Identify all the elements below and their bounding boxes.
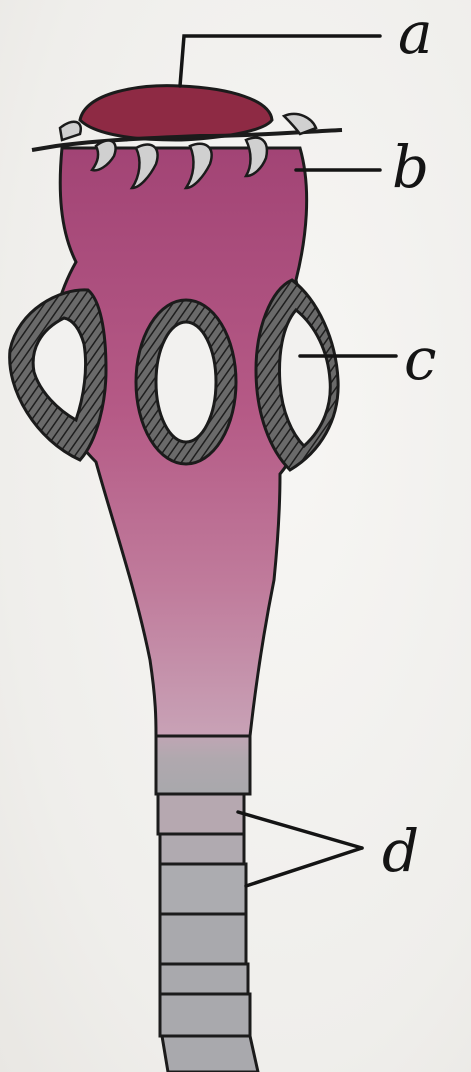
proglottid — [160, 964, 248, 994]
proglottid — [162, 1036, 258, 1072]
label-a: a — [398, 4, 433, 62]
label-d: d — [382, 822, 419, 880]
leader-line-d-upper — [238, 812, 362, 848]
rostellum — [80, 86, 272, 140]
proglottid-chain — [156, 736, 258, 1072]
leader-line-d-lower — [246, 848, 362, 886]
proglottid — [160, 914, 246, 964]
leader-line-a — [180, 36, 380, 86]
label-c: c — [404, 330, 436, 388]
proglottid — [160, 834, 244, 864]
proglottid — [156, 736, 250, 794]
proglottid — [160, 994, 250, 1036]
hook — [60, 122, 81, 140]
label-b: b — [392, 138, 429, 196]
proglottid — [158, 794, 244, 834]
proglottid — [160, 864, 246, 914]
sucker-middle-opening — [156, 322, 216, 442]
suckers — [10, 280, 338, 470]
